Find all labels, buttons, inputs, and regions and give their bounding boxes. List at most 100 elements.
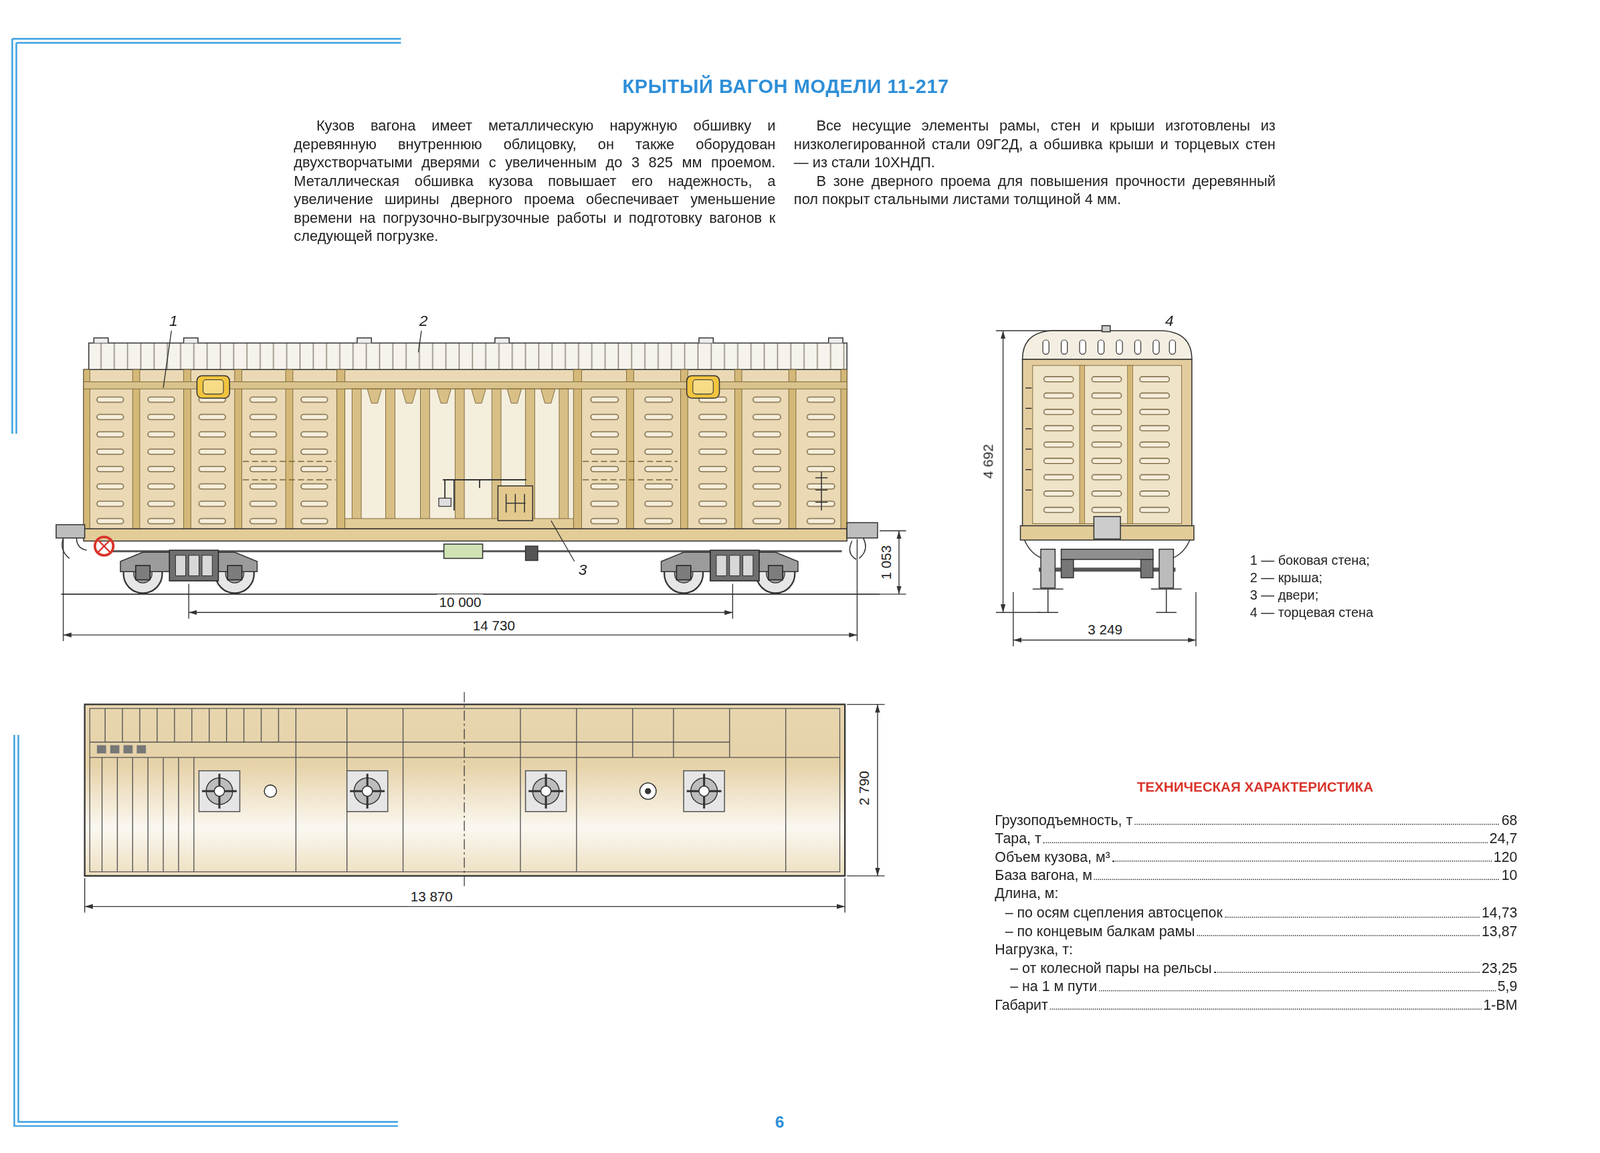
spec-value: 10 [1501, 865, 1518, 884]
end-view [1097, 339, 1104, 354]
side-view [840, 369, 847, 533]
dimension-lines [63, 538, 858, 641]
spec-value: 13,87 [1481, 921, 1518, 940]
dimension-lines [63, 634, 858, 635]
dimension-lines [1002, 330, 1004, 613]
spec-name: Тара, т [994, 828, 1041, 847]
side-view [559, 388, 569, 525]
side-view [367, 388, 556, 403]
dimension-label: 3 249 [1085, 621, 1125, 638]
dot-leader [1214, 971, 1480, 973]
plan-view [264, 784, 277, 797]
plan-view [89, 708, 840, 872]
dimension-label: 14 730 [470, 617, 518, 634]
end-view [1169, 339, 1176, 354]
bogie [661, 549, 798, 593]
side-view [506, 493, 526, 512]
end-view [1020, 325, 1194, 613]
side-view [132, 369, 140, 533]
page-number: 6 [773, 1113, 787, 1132]
side-view [83, 369, 90, 533]
side-view [788, 369, 796, 533]
spec-name: – от колесной пары на рельсы [1010, 957, 1212, 976]
end-view [1022, 330, 1192, 360]
side-view [686, 375, 720, 398]
dot-leader [1043, 842, 1488, 844]
end-view [1061, 559, 1074, 578]
side-view [385, 388, 396, 525]
spec-row: База вагона, м10 [994, 865, 1518, 884]
side-view [83, 369, 847, 533]
spec-row: – на 1 м пути5,9 [994, 976, 1518, 995]
side-view [815, 471, 828, 511]
dot-leader [1196, 934, 1479, 936]
side-view [626, 369, 635, 533]
side-view [83, 369, 847, 533]
spec-row: – от колесной пары на рельсы23,25 [994, 957, 1518, 976]
body-paragraph: В зоне дверного проема для повышения про… [793, 171, 1276, 209]
end-view [1141, 559, 1154, 578]
brake-cylinder [525, 770, 567, 812]
spec-row: Нагрузка, т: [994, 939, 1518, 958]
callout-number: 4 [1165, 311, 1174, 330]
dimension-lines [846, 704, 885, 876]
end-view [1040, 549, 1055, 588]
dimension-lines [188, 612, 733, 613]
plan-view [136, 745, 146, 754]
brake-cylinder [198, 770, 240, 812]
spec-row: Длина, м: [994, 884, 1518, 903]
brake-cylinder [683, 770, 725, 812]
leader-lines [163, 330, 172, 388]
end-view [1127, 365, 1134, 524]
dimension-lines [1013, 591, 1196, 647]
spec-row: Тара, т24,7 [994, 828, 1518, 847]
side-view [96, 538, 112, 553]
side-view [285, 369, 293, 533]
side-view [83, 528, 847, 541]
spec-value: 5,9 [1497, 976, 1518, 995]
dot-leader [1224, 915, 1480, 918]
plan-view [105, 708, 279, 742]
side-view [692, 379, 714, 394]
side-view [196, 375, 230, 398]
legend-line: 3 — двери; [1250, 588, 1319, 605]
spec-value: 14,73 [1481, 902, 1518, 921]
body-paragraph: Все несущие элементы рамы, стен и крыши … [793, 116, 1276, 172]
end-view [1079, 339, 1086, 354]
dimension-lines [63, 330, 1196, 913]
side-view [234, 369, 243, 533]
plan-view [96, 745, 107, 754]
plan-view [123, 745, 134, 754]
spec-row: – по осям сцепления автосцепок14,73 [994, 902, 1518, 921]
side-view [345, 518, 574, 529]
leader-lines [418, 330, 422, 352]
plan-view [84, 704, 846, 876]
legend-line: 4 — торцевая стена [1250, 605, 1374, 621]
dimension-label: 4 692 [980, 442, 997, 481]
leader-lines [551, 520, 575, 562]
side-view [56, 337, 880, 594]
dot-leader [1098, 989, 1496, 992]
dot-leader [1112, 860, 1492, 862]
side-view [497, 485, 533, 521]
spec-value: 120 [1493, 846, 1518, 865]
end-view [1025, 387, 1032, 491]
end-view [1022, 359, 1192, 529]
body-paragraph: Кузов вагона имеет металлическую наружну… [293, 116, 776, 245]
side-view [438, 497, 451, 506]
dot-leader [1050, 1008, 1481, 1010]
plan-view [295, 708, 673, 872]
plan-view [96, 745, 146, 754]
end-view [1061, 339, 1068, 354]
side-view [183, 369, 192, 533]
end-view [1042, 339, 1176, 354]
side-view [576, 390, 845, 529]
brake-cylinder [347, 770, 388, 812]
text-columns: Кузов вагона имеет металлическую наружну… [293, 116, 1276, 245]
plan-view [644, 787, 651, 794]
spec-table: Грузоподъемность, т68Тара, т24,7Объем ку… [994, 810, 1518, 1015]
side-view [93, 337, 843, 344]
spec-row: Габарит1-ВМ [994, 994, 1518, 1013]
plan-view [639, 782, 656, 799]
